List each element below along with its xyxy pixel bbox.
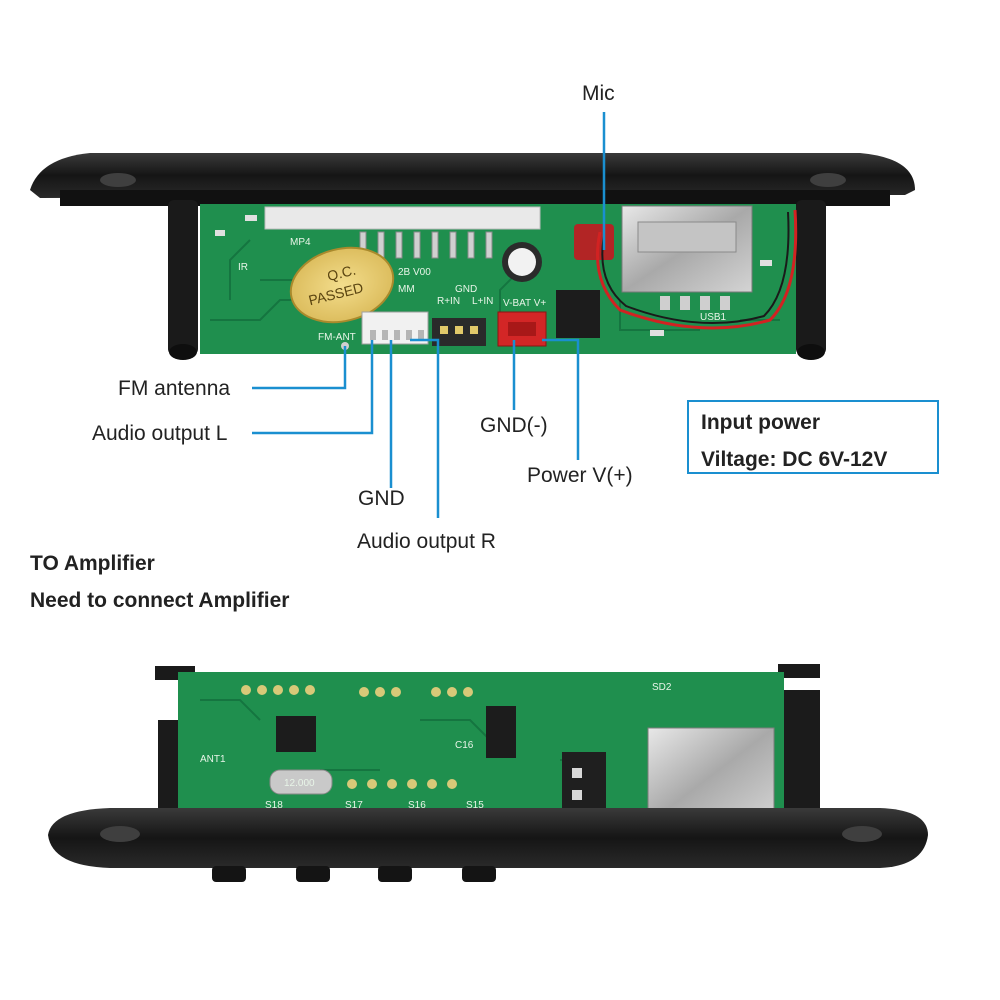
- pillar-right: [796, 200, 826, 355]
- top-board: Q.C. PASSED MP4 2B V00 GND R+IN L+IN V-B…: [30, 153, 915, 360]
- silk-mm: MM: [398, 284, 415, 295]
- pillar-right-foot: [797, 344, 825, 360]
- silk-crystal: 12.000: [284, 778, 315, 789]
- callout-audio-r: [410, 338, 440, 518]
- info-line-1: Input power: [701, 411, 820, 434]
- silk-rin: R+IN: [437, 296, 460, 307]
- silk-2b: 2B V00: [398, 267, 431, 278]
- label-mic: Mic: [582, 82, 615, 105]
- silk-s17: S17: [345, 800, 363, 811]
- top-frame-lip: [60, 190, 890, 206]
- note-line-1: TO Amplifier: [30, 552, 155, 575]
- label-power-plus: Power V(+): [527, 464, 633, 487]
- wire-red: [596, 209, 798, 330]
- wire-black: [601, 211, 790, 325]
- silk-c16: C16: [455, 740, 474, 751]
- stamp-line-1: Q.C.: [326, 262, 358, 284]
- silk-sd2: SD2: [652, 682, 672, 693]
- qc-passed-stamp: [289, 246, 395, 324]
- input-power-box: Input power Viltage: DC 6V-12V: [687, 400, 939, 474]
- bottom-board: SD2 ANT1 S18 S17 S16 S15 C16 12.000: [48, 664, 928, 882]
- mount-hole-right: [810, 173, 846, 187]
- bottom-frame: [48, 808, 928, 868]
- silk-mp4: MP4: [290, 237, 311, 248]
- mic-component: [574, 224, 614, 260]
- regulator-chip: [556, 290, 600, 338]
- label-fm-antenna: FM antenna: [118, 377, 231, 400]
- silk-s18: S18: [265, 800, 283, 811]
- silk-vbat: V-BAT V+: [503, 298, 546, 309]
- bottom-tab-right: [778, 664, 820, 678]
- pillar-left-foot: [169, 344, 197, 360]
- front-buttons: [212, 866, 496, 882]
- silk-fmant: FM-ANT: [318, 332, 356, 343]
- silk-lin: L+IN: [472, 296, 493, 307]
- smd-parts: [215, 215, 772, 336]
- silk-ir: IR: [238, 262, 248, 273]
- header-pins: [359, 231, 493, 259]
- silk-s16: S16: [408, 800, 426, 811]
- mount-hole-left: [100, 173, 136, 187]
- note-line-2: Need to connect Amplifier: [30, 589, 290, 612]
- callout-lines: [252, 112, 606, 518]
- silk-s15: S15: [466, 800, 484, 811]
- top-frame: [30, 153, 915, 198]
- callout-fm: [252, 346, 347, 390]
- label-audio-output-r: Audio output R: [357, 530, 496, 553]
- ribbon-connector: [264, 206, 541, 230]
- main-ic: [276, 716, 316, 752]
- label-audio-output-l: Audio output L: [92, 422, 228, 445]
- label-gnd-minus: GND(-): [480, 414, 548, 437]
- silk-usb1: USB1: [700, 312, 727, 323]
- silk-gnd: GND: [455, 284, 477, 295]
- callout-audio-l: [252, 340, 374, 435]
- silk-ant1: ANT1: [200, 754, 226, 765]
- label-gnd: GND: [358, 487, 405, 510]
- crystal: [269, 769, 333, 795]
- diode: [486, 706, 516, 758]
- info-line-2: Viltage: DC 6V-12V: [701, 448, 888, 471]
- callout-power: [542, 338, 580, 460]
- pillar-left: [168, 200, 198, 355]
